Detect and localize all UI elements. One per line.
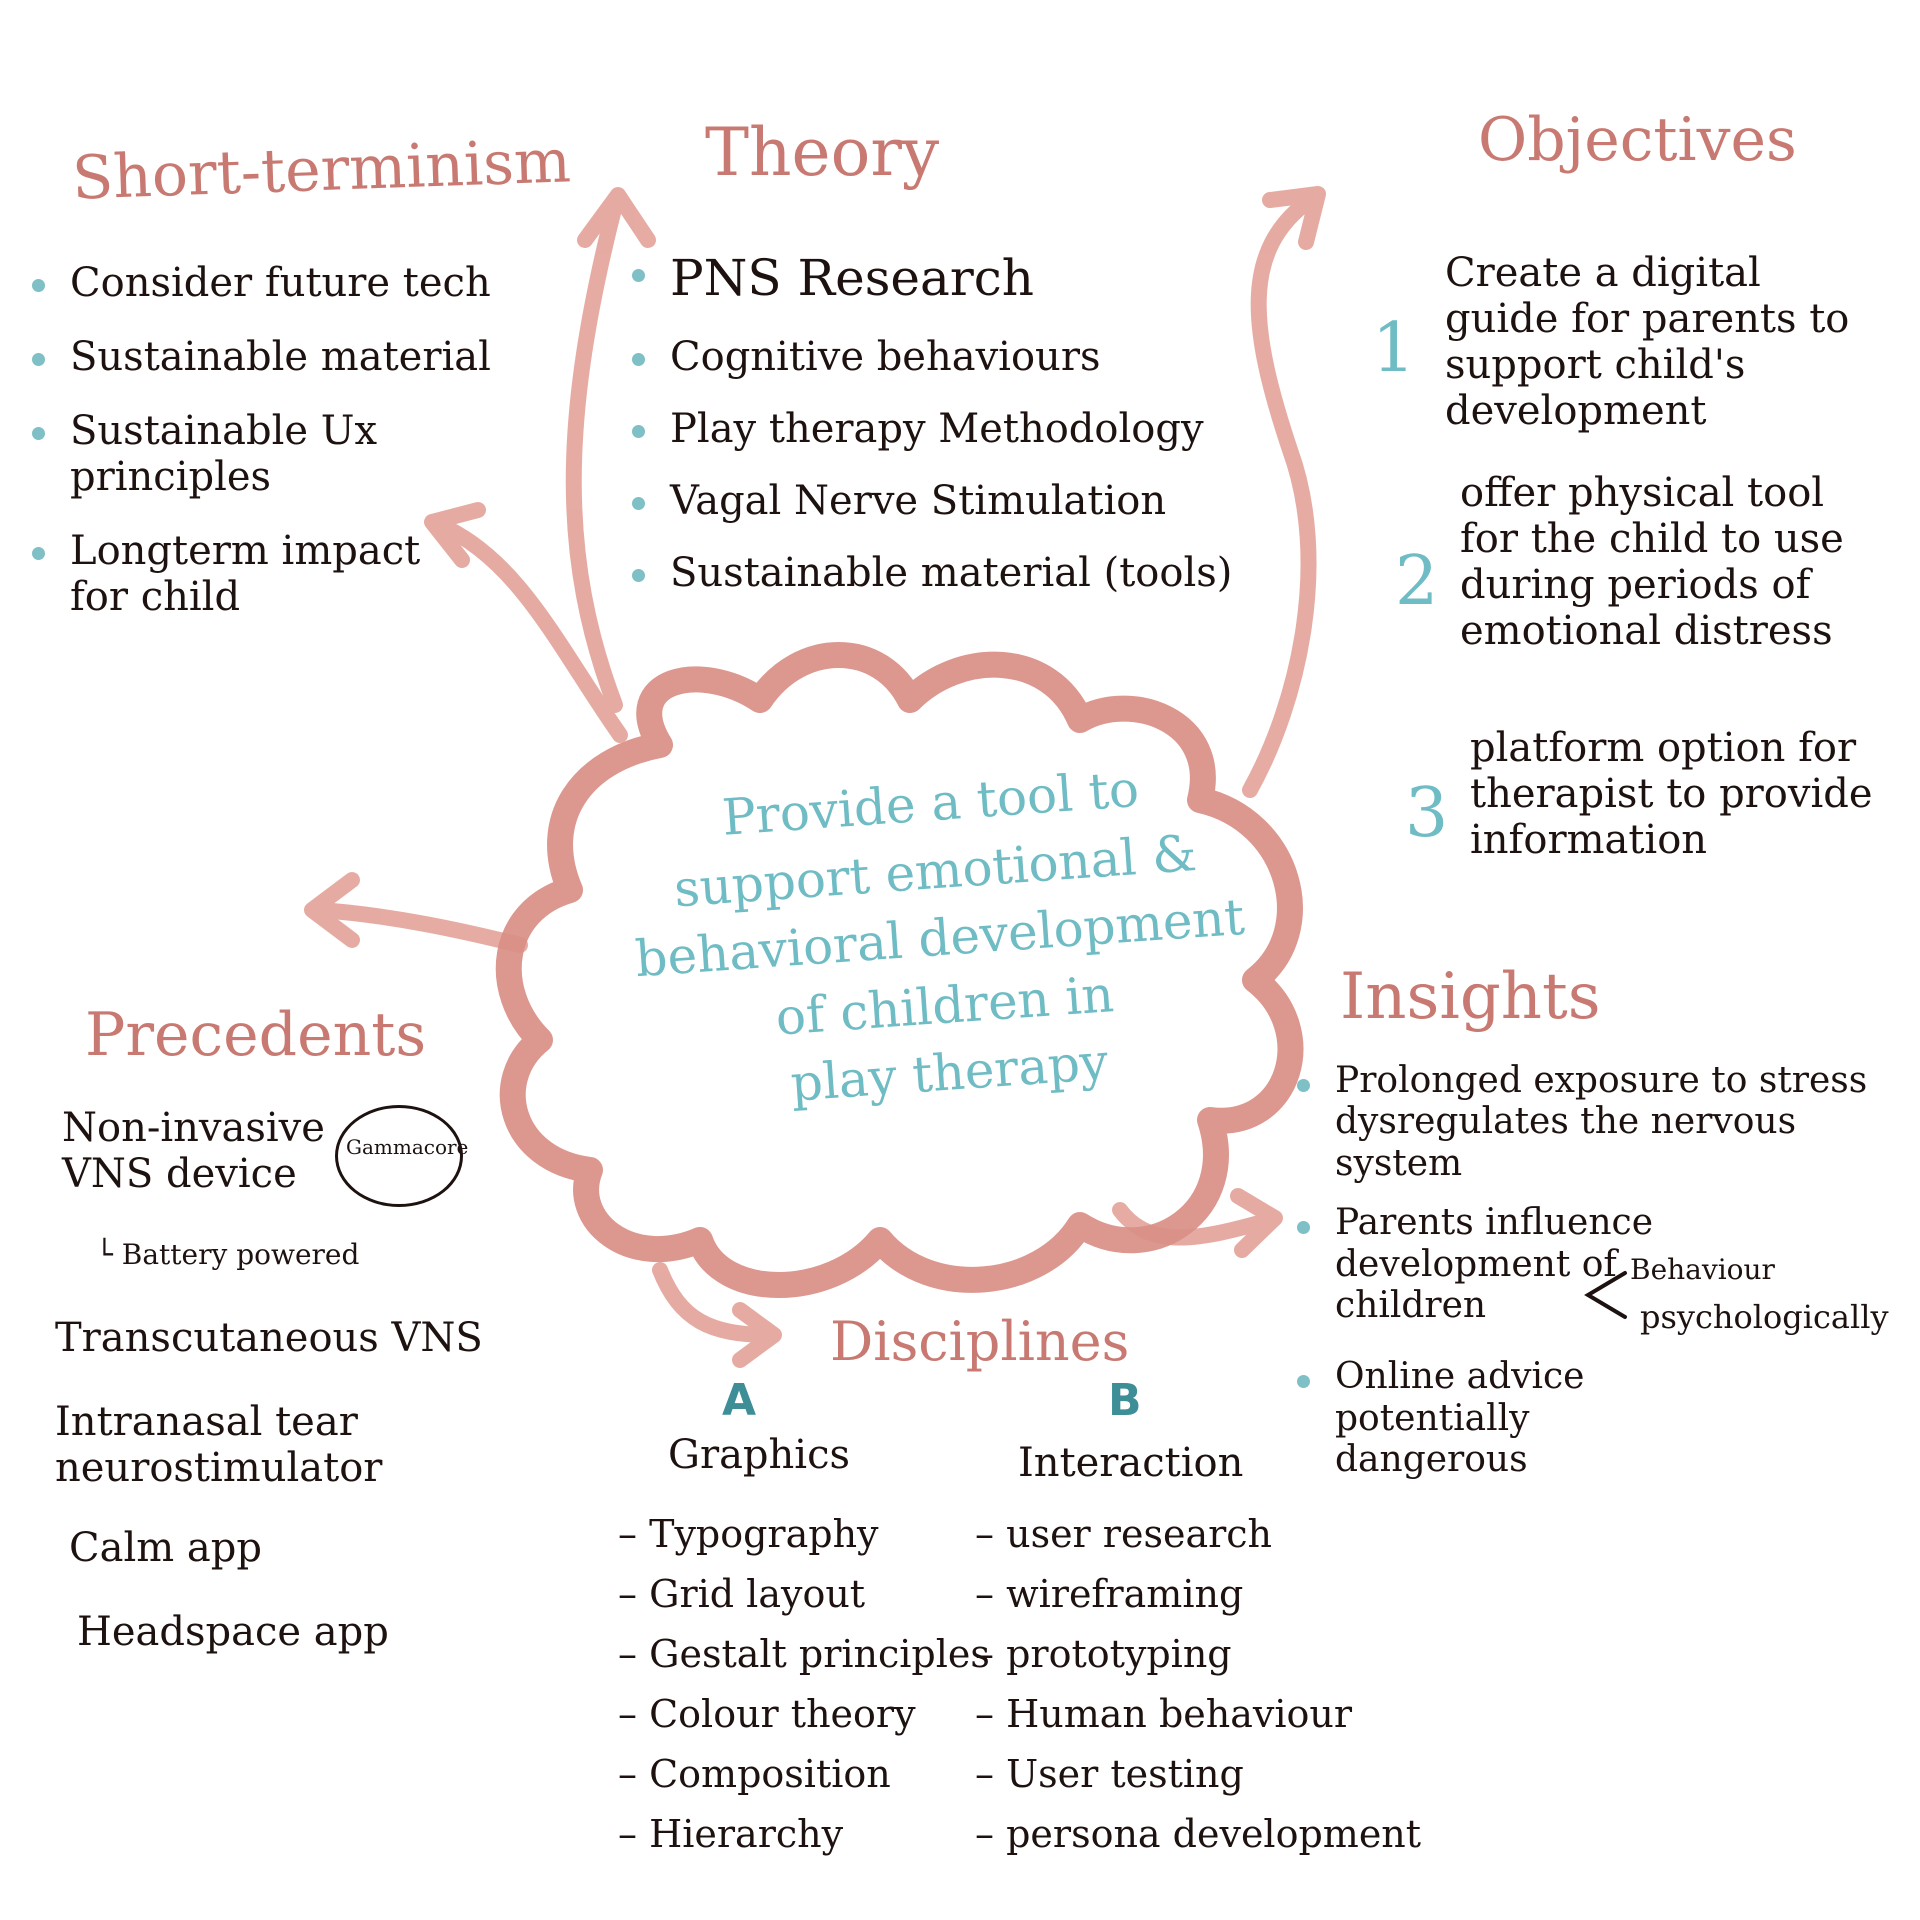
list-item: Play therapy Methodology	[632, 406, 1270, 452]
note-hook-icon: └	[96, 1238, 122, 1271]
list-item: Vagal Nerve Stimulation	[632, 478, 1270, 524]
insights-branch-behaviour: Behaviour	[1630, 1253, 1775, 1286]
list-item: – wireframing	[975, 1572, 1244, 1616]
gammacore-note-circle	[335, 1105, 463, 1207]
list-item: – persona development	[975, 1812, 1422, 1856]
objective-text: offer physical tool for the child to use…	[1460, 470, 1844, 654]
list-item: PNS Research	[632, 249, 1270, 308]
objective-text: platform option for therapist to provide…	[1470, 725, 1873, 863]
objective-number: 3	[1405, 774, 1449, 853]
discipline-column-title: Graphics	[668, 1432, 851, 1478]
list-item: – Typography	[618, 1512, 879, 1556]
insights-branch-brace	[1584, 1271, 1627, 1319]
precedents-heading: Precedents	[85, 1000, 427, 1070]
discipline-list-b: – user research – wireframing – prototyp…	[975, 1512, 1422, 1856]
theory-heading: Theory	[705, 114, 940, 191]
discipline-list-a: – Typography – Grid layout – Gestalt pri…	[618, 1512, 990, 1856]
list-item: Prolonged exposure to stress dysregulate…	[1297, 1060, 1895, 1184]
insights-heading: Insights	[1340, 960, 1601, 1034]
precedent-item: Non-invasive VNS device	[62, 1105, 325, 1197]
list-item: Headspace app	[77, 1609, 389, 1655]
discipline-column-letter: B	[1108, 1375, 1142, 1426]
arrow-to-objectives	[1242, 192, 1318, 798]
connector-arrows	[304, 186, 1326, 1368]
short-terminism-heading: Short-terminism	[70, 126, 572, 214]
disciplines-heading: Disciplines	[830, 1310, 1130, 1373]
list-item: Online advice potentially dangerous	[1297, 1356, 1695, 1480]
battery-note-text: Battery powered	[121, 1238, 360, 1271]
list-item: Parents influence development of childre…	[1297, 1202, 1695, 1326]
list-item: – Grid layout	[618, 1572, 866, 1616]
arrowhead-precedents	[304, 872, 360, 948]
list-item: – Gestalt principles	[618, 1632, 990, 1676]
list-item: Sustainable Ux principles	[32, 408, 450, 500]
list-item: – prototyping	[975, 1632, 1232, 1676]
discipline-column-title: Interaction	[1018, 1440, 1244, 1486]
list-item: Calm app	[69, 1525, 262, 1571]
objective-number: 2	[1395, 542, 1439, 621]
list-item: Intranasal tear neurostimulator	[55, 1399, 383, 1491]
list-item: Cognitive behaviours	[632, 334, 1270, 380]
precedents-list: Transcutaneous VNS Intranasal tear neuro…	[55, 1315, 515, 1655]
list-item: – Colour theory	[618, 1692, 916, 1736]
arrowhead-insights	[1230, 1188, 1283, 1258]
objective-number: 1	[1372, 309, 1416, 388]
list-item: Sustainable material (tools)	[632, 550, 1270, 596]
objective-text: Create a digital guide for parents to su…	[1445, 250, 1850, 434]
arrow-to-short-terminism	[432, 517, 628, 743]
theory-list: PNS Research Cognitive behaviours Play t…	[632, 249, 1270, 596]
arrow-to-disciplines	[652, 1262, 778, 1343]
central-cloud	[495, 642, 1304, 1298]
list-item: Longterm impact for child	[32, 528, 430, 620]
arrow-to-theory	[565, 197, 623, 713]
list-item: Consider future tech	[32, 260, 540, 306]
list-item: – Composition	[618, 1752, 891, 1796]
short-terminism-list: Consider future tech Sustainable materia…	[32, 260, 540, 620]
list-item: – Human behaviour	[975, 1692, 1353, 1736]
arrowhead-objectives	[1262, 186, 1326, 250]
arrowhead-disciplines	[732, 1302, 782, 1368]
list-item: Transcutaneous VNS	[55, 1315, 483, 1361]
discipline-column-letter: A	[722, 1375, 757, 1426]
list-item: – user research	[975, 1512, 1273, 1556]
central-goal: Provide a tool to support emotional & be…	[619, 749, 1261, 1129]
insights-branch-psychologically: psychologically	[1640, 1298, 1889, 1336]
arrow-to-precedents	[312, 902, 528, 953]
list-item: – User testing	[975, 1752, 1244, 1796]
list-item: Sustainable material	[32, 334, 540, 380]
gammacore-note: Gammacore	[346, 1135, 469, 1159]
battery-note: └ Battery powered	[96, 1238, 360, 1271]
list-item: – Hierarchy	[618, 1812, 844, 1856]
insights-list: Prolonged exposure to stress dysregulate…	[1297, 1060, 1895, 1481]
arrowhead-short-terminism	[424, 502, 486, 568]
objectives-heading: Objectives	[1478, 105, 1797, 175]
arrowhead-theory	[577, 187, 656, 248]
